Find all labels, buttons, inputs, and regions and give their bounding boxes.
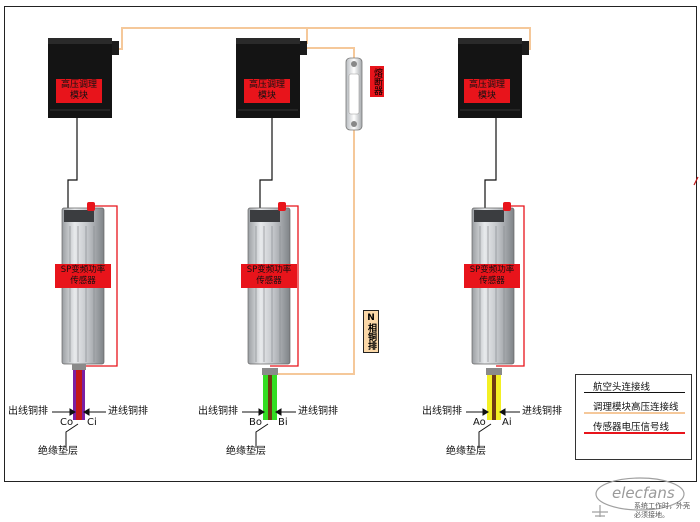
legend-aviation-text: 航空头连接线 xyxy=(593,382,651,393)
aviation-line-c xyxy=(67,118,78,208)
busbar-a xyxy=(486,368,502,420)
legend-hv-link-text: 调理模块高压连接线 xyxy=(593,402,679,413)
aviation-lines xyxy=(67,118,497,208)
legend-hv-link: 调理模块高压连接线 xyxy=(576,395,691,415)
fuse xyxy=(345,57,363,131)
in-busbar-label-a: 进线铜排 xyxy=(522,406,562,417)
arrows xyxy=(52,408,520,448)
legend-aviation: 航空头连接线 xyxy=(576,375,691,395)
aviation-line-b xyxy=(259,118,273,208)
hv-link-c-b xyxy=(118,27,308,50)
out-pin-b: Bo xyxy=(249,417,262,428)
sp-sensor-b-label: SP变频功率传感器 xyxy=(241,264,297,288)
hv-module-c xyxy=(48,38,119,118)
signal-line-a xyxy=(496,205,525,367)
in-pin-a: Ai xyxy=(502,417,512,428)
out-pin-c: Co xyxy=(60,417,74,428)
hv-module-a-label: 高压调理模块 xyxy=(464,79,510,103)
aviation-line-a xyxy=(484,118,497,208)
fuse-label: 熔断器 xyxy=(370,66,384,97)
hv-module-b xyxy=(236,38,307,118)
sp-sensor-c-label: SP变频功率传感器 xyxy=(55,264,111,288)
n-busbar-label: N相铜排 xyxy=(363,310,379,353)
signal-lines xyxy=(82,205,525,367)
busbar-b xyxy=(262,368,278,420)
signal-line-c xyxy=(82,205,118,367)
out-busbar-label-a: 出线铜排 xyxy=(422,406,462,417)
watermark-logo xyxy=(592,477,685,517)
insulation-label-b: 绝缘垫层 xyxy=(226,446,266,457)
hv-module-c-label: 高压调理模块 xyxy=(56,79,102,103)
insulation-label-a: 绝缘垫层 xyxy=(446,446,486,457)
in-pin-c: Ci xyxy=(87,417,97,428)
edge-marker xyxy=(693,176,699,186)
in-busbar-label-c: 进线铜排 xyxy=(108,406,148,417)
hv-module-b-label: 高压调理模块 xyxy=(244,79,290,103)
out-busbar-label-b: 出线铜排 xyxy=(198,406,238,417)
legend-signal-text: 传感器电压信号线 xyxy=(593,422,670,433)
in-busbar-label-b: 进线铜排 xyxy=(298,406,338,417)
legend-signal: 传感器电压信号线 xyxy=(576,415,691,435)
legend: 航空头连接线 调理模块高压连接线 传感器电压信号线 xyxy=(575,374,692,460)
watermark-text: 系统工作时，外壳必须接地。 xyxy=(634,502,690,519)
diagram-frame xyxy=(4,6,697,482)
watermark-logo-text: elecfans xyxy=(612,484,675,502)
busbar-c xyxy=(72,364,86,420)
in-pin-b: Bi xyxy=(278,417,288,428)
insulation-label-c: 绝缘垫层 xyxy=(38,446,78,457)
signal-line-b xyxy=(270,205,299,367)
hv-link-fuse xyxy=(307,47,355,58)
hv-module-a xyxy=(458,38,529,118)
hv-link-b-a xyxy=(307,27,531,50)
out-busbar-label-c: 出线铜排 xyxy=(8,406,48,417)
out-pin-a: Ao xyxy=(473,417,486,428)
sp-sensor-a-label: SP变频功率传感器 xyxy=(464,264,520,288)
